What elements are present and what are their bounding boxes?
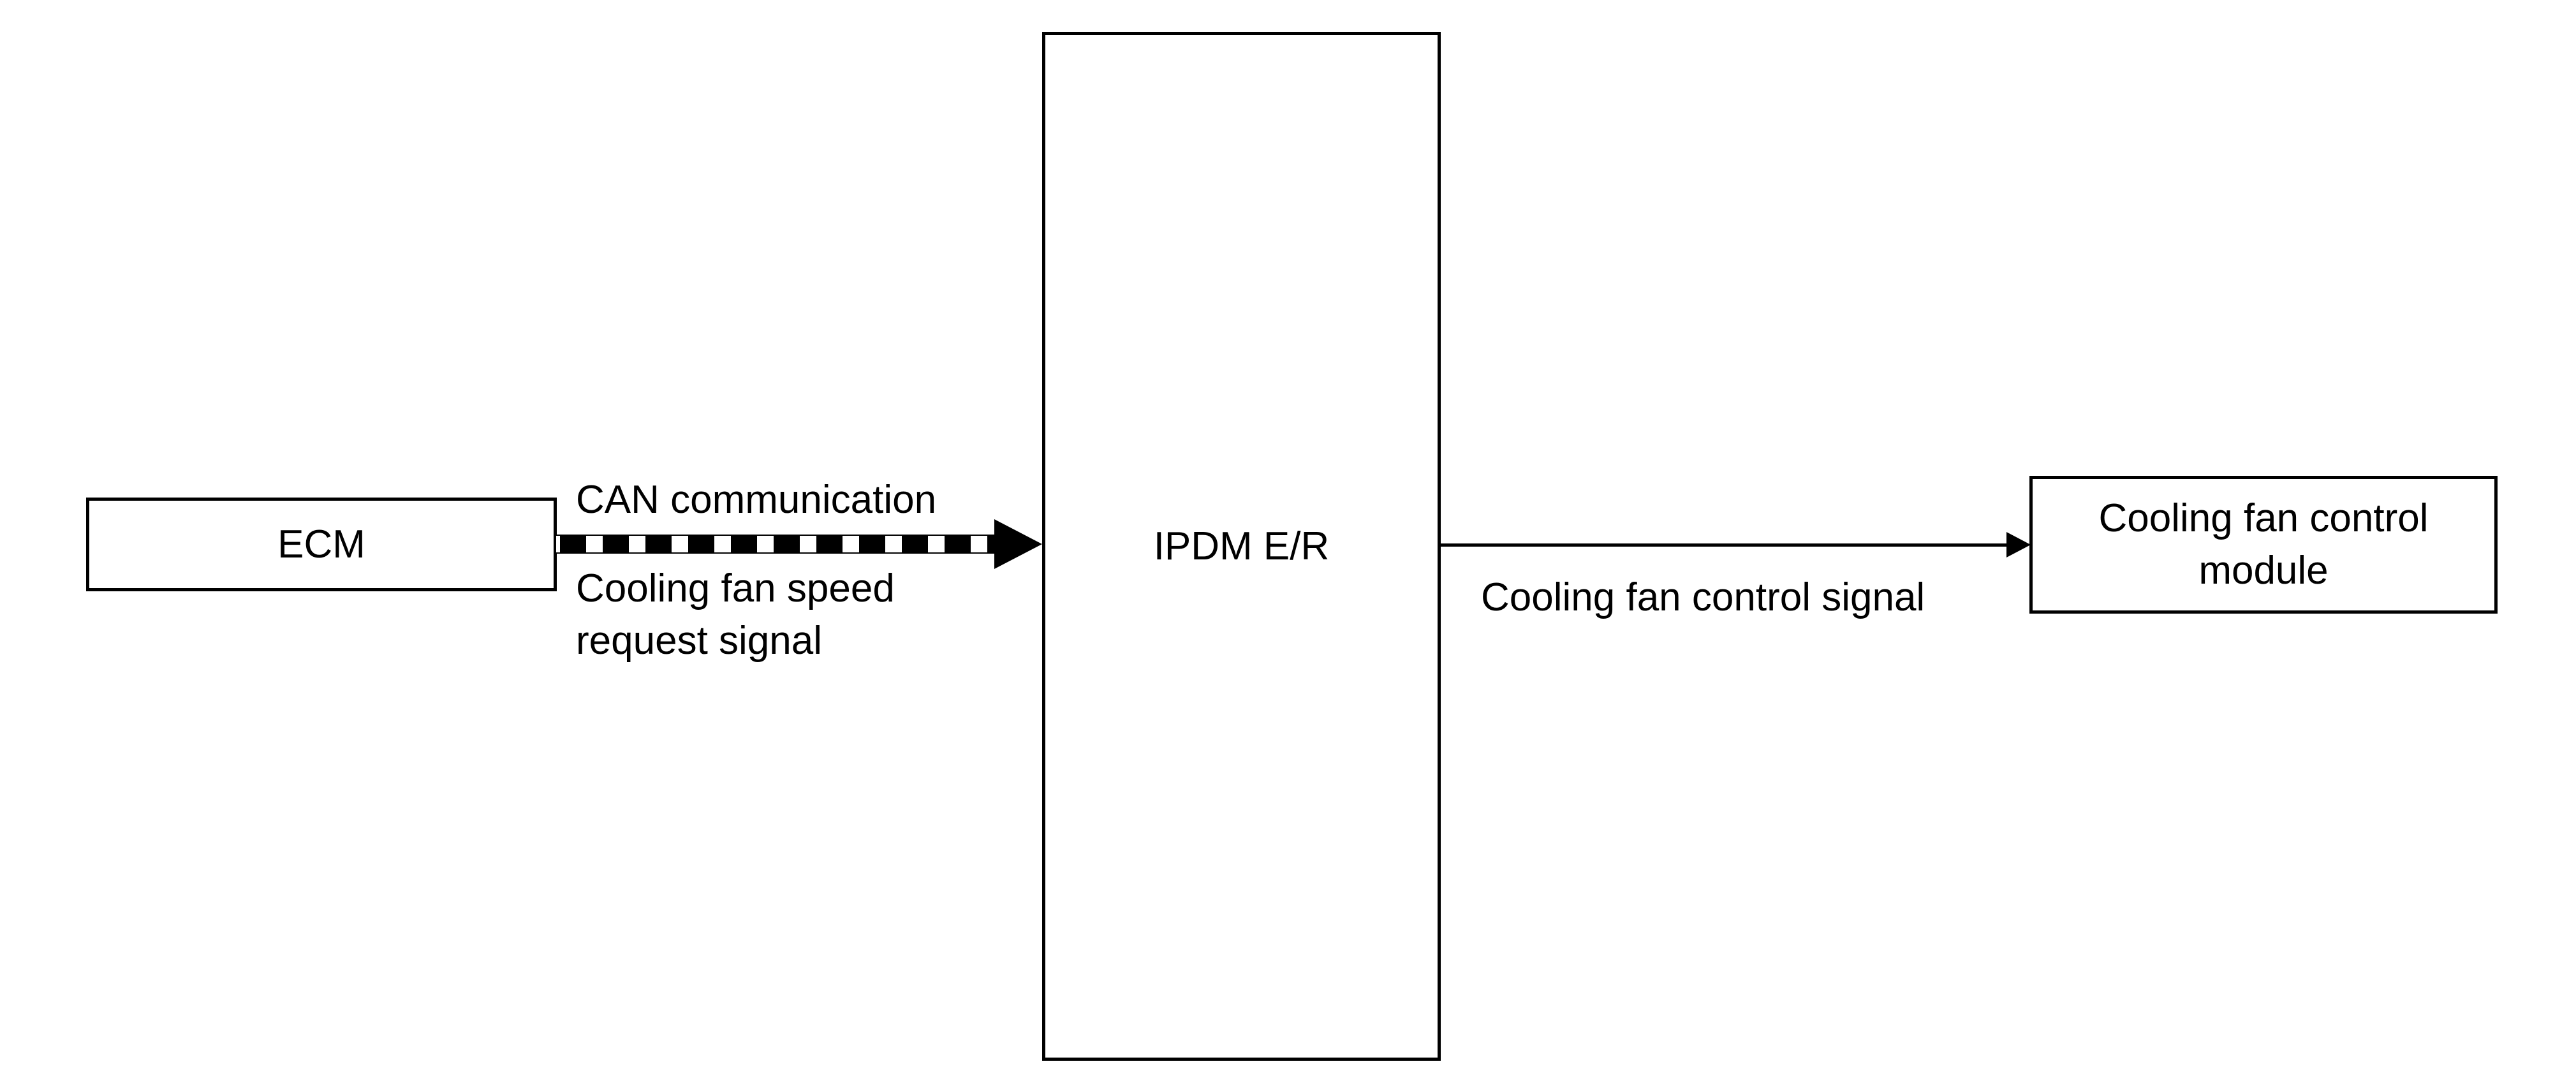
cooling-fan-control-module-box: Cooling fan control module [2029,476,2498,614]
ecm-label: ECM [277,522,365,566]
cooling-fan-control-module-label-line1: Cooling fan control [2098,496,2429,540]
cooling-fan-speed-request-label-line1: Cooling fan speed [576,566,895,610]
can-communication-label: CAN communication [576,478,937,522]
cooling-fan-control-signal-label: Cooling fan control signal [1481,575,1925,619]
control-signal-arrow-line [1441,543,2008,547]
cooling-fan-control-module-label-line2: module [2198,549,2329,593]
ipdm-er-label: IPDM E/R [1153,524,1330,568]
can-striped-arrow-band [556,535,997,554]
cooling-fan-speed-request-label: Cooling fan speed request signal [576,563,895,667]
control-signal-arrowhead-icon [2006,532,2031,557]
ecm-box: ECM [86,498,557,591]
cooling-fan-speed-request-label-line2: request signal [576,619,823,663]
can-arrowhead-icon [994,519,1042,569]
ipdm-er-box: IPDM E/R [1042,32,1441,1061]
